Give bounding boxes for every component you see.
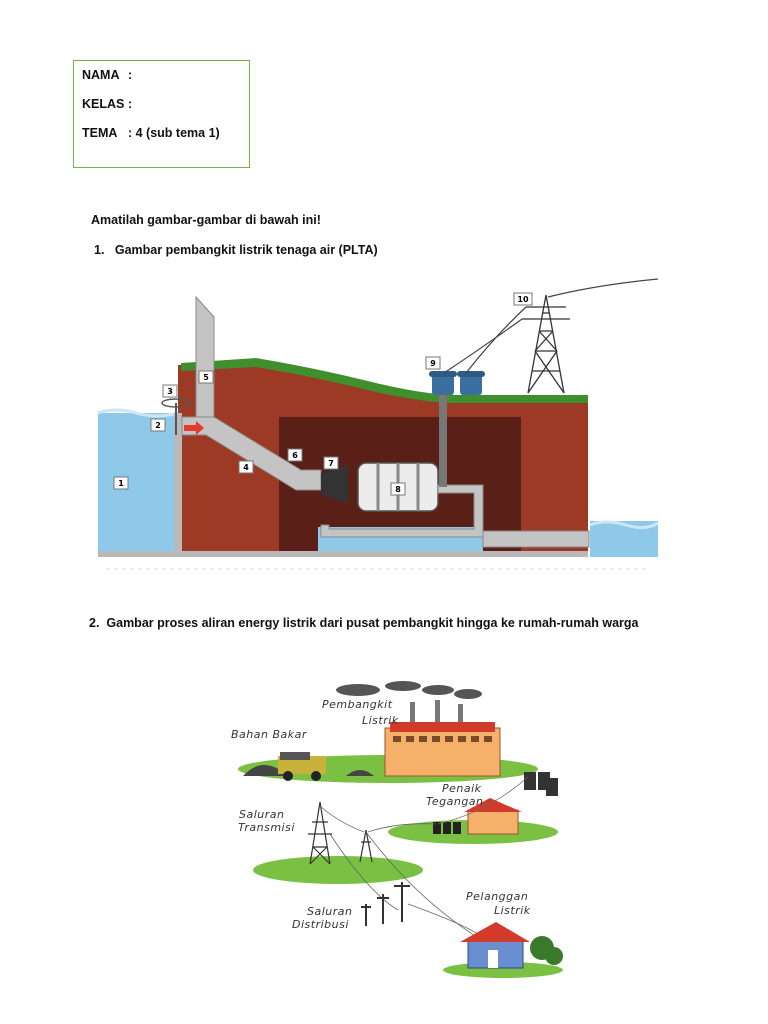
svg-text:10: 10	[517, 295, 529, 304]
plta-diagram: 1 2 3 4 5 6 7 8 9 10	[97, 278, 659, 570]
svg-text:3: 3	[167, 387, 173, 396]
surge-tower	[195, 295, 215, 418]
svg-text:8: 8	[395, 485, 401, 494]
svg-text:1: 1	[118, 479, 124, 488]
item2-title: Gambar proses aliran energy listrik dari…	[106, 616, 639, 630]
customer-house	[460, 922, 530, 969]
pylon-icon	[308, 801, 373, 865]
distribution-pole	[361, 882, 410, 926]
transformer-icon	[429, 371, 485, 395]
tema-label: TEMA	[82, 126, 118, 140]
label-saluran-transmisi-2: Transmisi	[238, 821, 295, 834]
kelas-row: KELAS:	[82, 97, 132, 111]
label-saluran-distribusi-2: Distribusi	[292, 918, 349, 931]
tema-value: : 4 (sub tema 1)	[128, 126, 220, 140]
svg-text:7: 7	[328, 459, 334, 468]
svg-text:5: 5	[203, 373, 209, 382]
dam-wall	[174, 413, 182, 555]
truck-icon	[278, 752, 326, 781]
nama-row: NAMA:	[82, 68, 132, 82]
cable-shaft	[439, 395, 447, 487]
label-saluran-transmisi-1: Saluran	[239, 808, 285, 821]
power-plant-roof	[390, 722, 495, 732]
svg-text:6: 6	[292, 451, 298, 460]
outflow-pipe	[320, 484, 484, 538]
label-pembangkit: Pembangkit	[322, 698, 393, 711]
pylon-icon	[522, 294, 570, 394]
transmission-ground	[253, 856, 423, 884]
energy-flow-diagram: Pembangkit Listrik Bahan Bakar Penaik Te…	[231, 681, 563, 978]
label-listrik-customer: Listrik	[494, 904, 531, 917]
nama-separator: :	[128, 68, 133, 82]
power-plant-building	[384, 727, 501, 777]
item2-heading: 2. Gambar proses aliran energy listrik d…	[89, 616, 639, 630]
tema-row: TEMA : 4 (sub tema 1)	[82, 126, 220, 140]
item1-title: Gambar pembangkit listrik tenaga air (PL…	[114, 243, 378, 257]
transformer-icon	[524, 772, 558, 796]
flow-arrow	[184, 421, 204, 435]
label-bahan-bakar: Bahan Bakar	[231, 728, 308, 741]
svg-text:9: 9	[430, 359, 436, 368]
label-pelanggan: Pelanggan	[466, 890, 528, 903]
identity-box	[73, 60, 250, 168]
plta-callouts: 1 2 3 4 5 6 7 8 9 10	[113, 292, 533, 496]
grass-strip	[181, 358, 588, 403]
label-listrik-plant: Listrik	[362, 714, 399, 727]
tailrace	[482, 530, 590, 548]
substation-house	[464, 798, 522, 835]
item2-number: 2.	[89, 616, 100, 630]
smoke-icon	[336, 681, 482, 699]
label-penaik: Penaik	[442, 782, 482, 795]
svg-text:4: 4	[243, 463, 249, 472]
coal-pile	[243, 765, 288, 776]
turbine	[321, 465, 348, 503]
instruction-text: Amatilah gambar-gambar di bawah ini!	[91, 213, 321, 227]
reservoir-water	[98, 413, 178, 553]
item1-number: 1.	[94, 243, 105, 257]
label-saluran-distribusi-1: Saluran	[307, 905, 353, 918]
kelas-separator: :	[128, 97, 133, 111]
item1-heading: 1. Gambar pembangkit listrik tenaga air …	[94, 243, 378, 257]
nama-label: NAMA	[82, 68, 120, 82]
label-tegangan: Tegangan	[426, 795, 484, 808]
svg-text:2: 2	[155, 421, 161, 430]
kelas-label: KELAS	[82, 97, 125, 111]
